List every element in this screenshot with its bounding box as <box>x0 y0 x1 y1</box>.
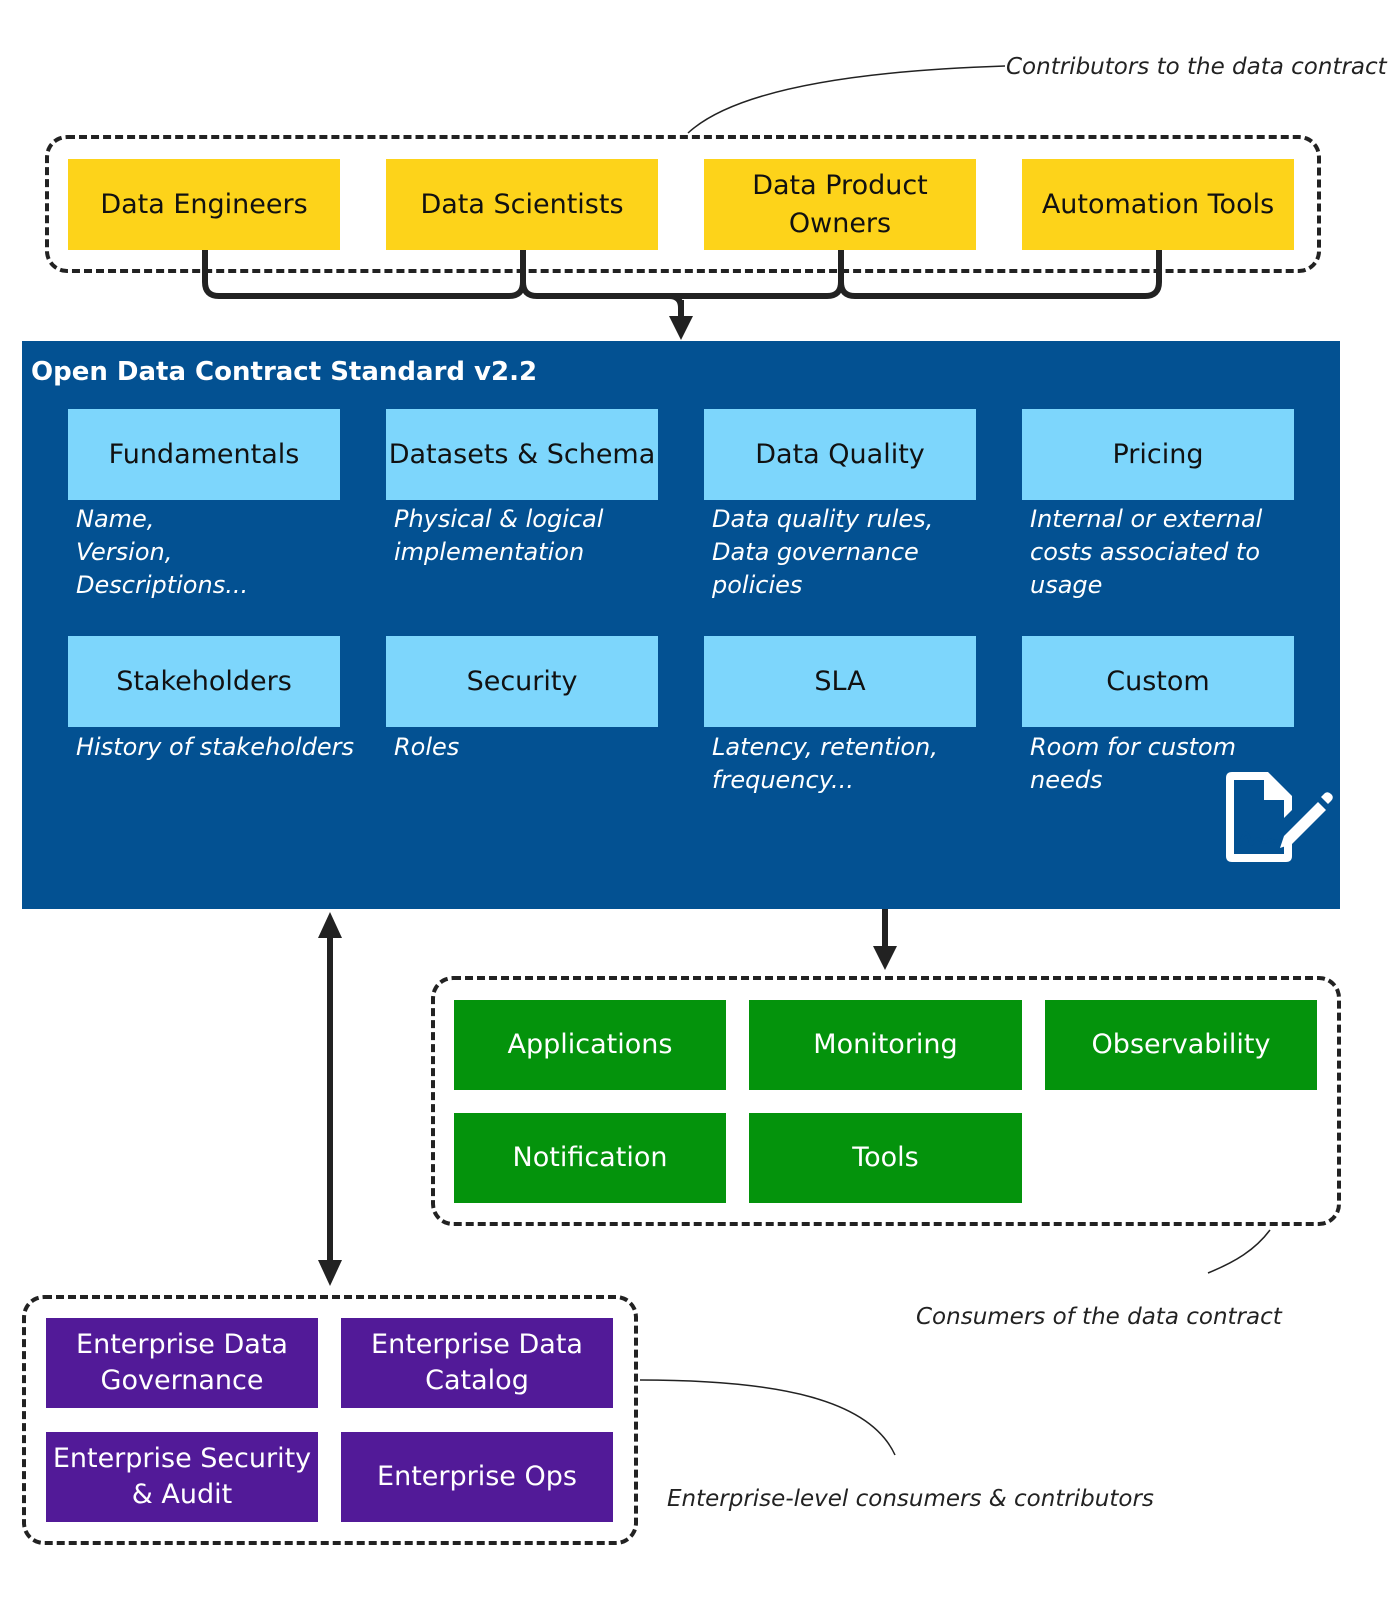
section-custom: Custom <box>1022 636 1294 727</box>
enterprise-note: Enterprise-level consumers & contributor… <box>667 1486 1154 1512</box>
section-stakeholders-desc: History of stakeholders <box>76 733 354 761</box>
consumers-group <box>431 976 1341 1226</box>
consumer-applications: Applications <box>454 1000 726 1090</box>
consumer-monitoring: Monitoring <box>749 1000 1022 1090</box>
consumers-note: Consumers of the data contract <box>916 1304 1282 1330</box>
contributors-note-leader <box>687 65 1006 134</box>
standard-title: Open Data Contract Standard v2.2 <box>31 357 538 387</box>
enterprise-arrowhead-up <box>318 912 342 938</box>
section-data-quality-desc: Data quality rules, Data governance poli… <box>712 505 934 599</box>
section-datasets-schema: Datasets & Schema <box>386 409 658 500</box>
section-fundamentals-desc: Name, Version, Descriptions... <box>76 505 249 599</box>
section-stakeholders: Stakeholders <box>68 636 340 727</box>
consumers-note-leader <box>1207 1229 1271 1274</box>
enterprise-data-governance: Enterprise Data Governance <box>46 1318 318 1408</box>
consumer-tools: Tools <box>749 1113 1022 1203</box>
section-datasets-schema-desc: Physical & logical implementation <box>394 505 604 566</box>
section-pricing: Pricing <box>1022 409 1294 500</box>
contributor-data-engineers: Data Engineers <box>68 159 340 250</box>
enterprise-note-leader <box>639 1379 896 1456</box>
section-data-quality: Data Quality <box>704 409 976 500</box>
section-security-desc: Roles <box>394 733 460 761</box>
contributors-merge-line <box>202 250 1162 309</box>
section-custom-desc: Room for custom needs <box>1030 733 1237 794</box>
section-fundamentals: Fundamentals <box>68 409 340 500</box>
section-pricing-desc: Internal or external costs associated to… <box>1030 505 1263 599</box>
signed-document-pen-icon <box>1226 772 1333 862</box>
enterprise-ops: Enterprise Ops <box>341 1432 613 1522</box>
section-sla-desc: Latency, retention, frequency... <box>712 733 938 794</box>
section-sla: SLA <box>704 636 976 727</box>
consumer-notification: Notification <box>454 1113 726 1203</box>
enterprise-arrowhead-down <box>318 1260 342 1286</box>
enterprise-security-audit: Enterprise Security & Audit <box>46 1432 318 1522</box>
contributor-data-scientists: Data Scientists <box>386 159 658 250</box>
contributors-note: Contributors to the data contract <box>1006 54 1387 80</box>
consumer-observability: Observability <box>1045 1000 1317 1090</box>
contributor-automation-tools: Automation Tools <box>1022 159 1294 250</box>
section-security: Security <box>386 636 658 727</box>
contributors-group <box>45 135 1321 273</box>
enterprise-data-catalog: Enterprise Data Catalog <box>341 1318 613 1408</box>
contributor-data-product-owners: Data Product Owners <box>704 159 976 250</box>
consumers-arrowhead <box>873 946 897 970</box>
contributors-arrowhead <box>669 316 693 340</box>
enterprise-group <box>22 1295 638 1545</box>
